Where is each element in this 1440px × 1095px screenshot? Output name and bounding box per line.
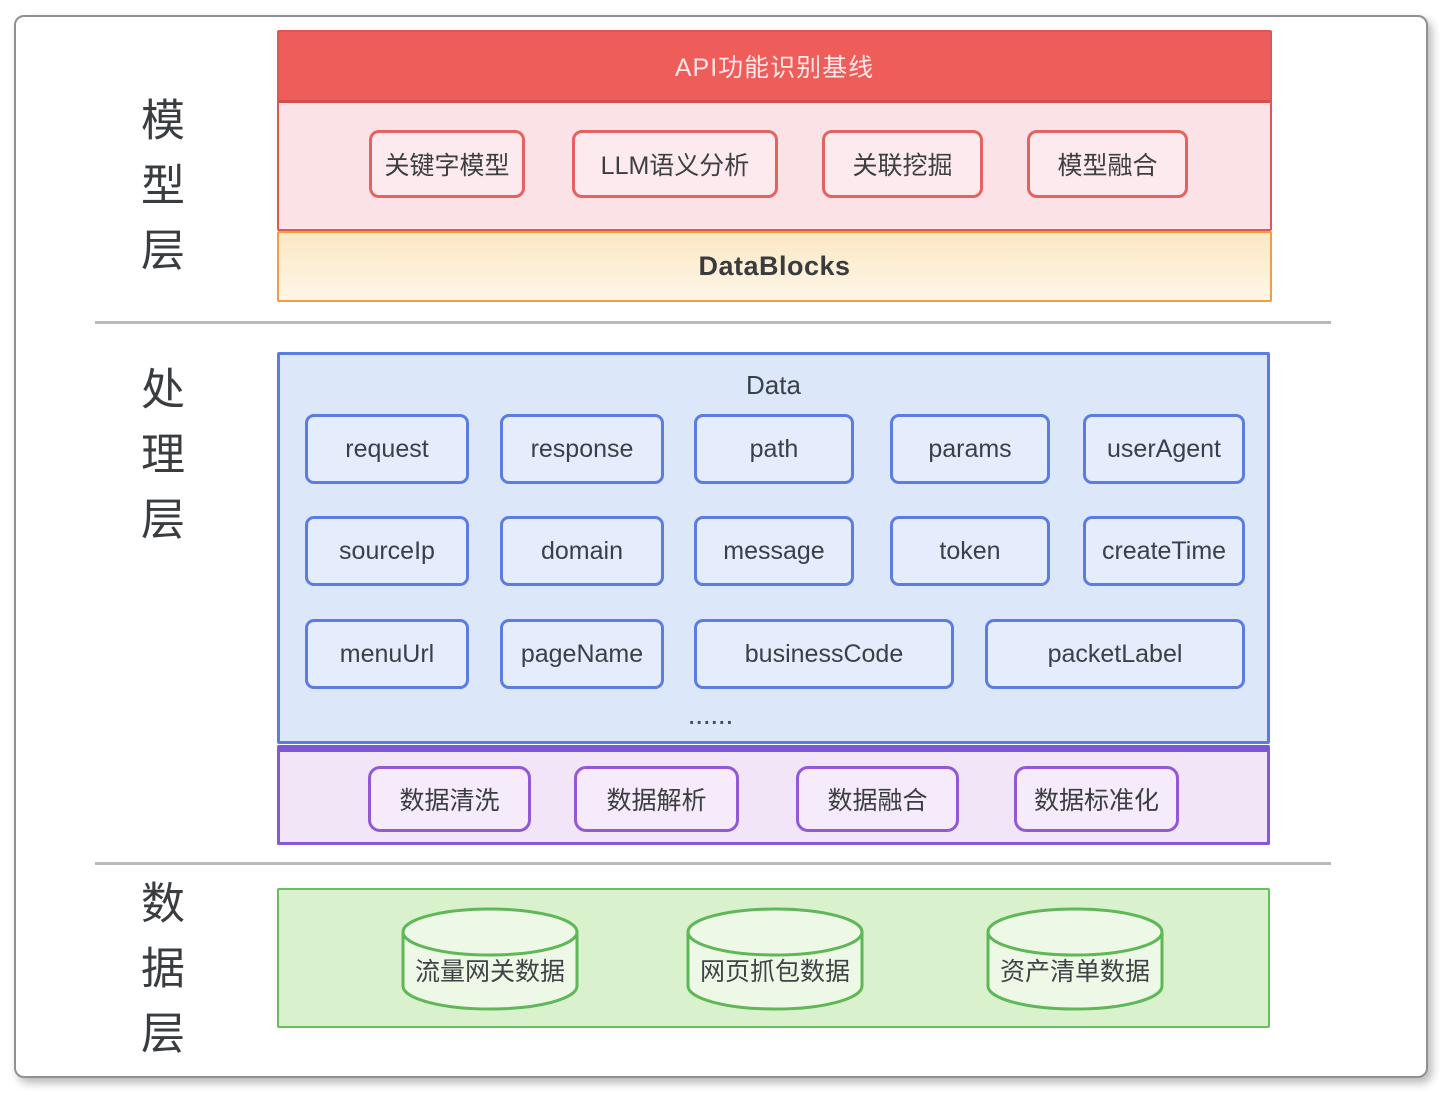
model-layer-body: 关键字模型 LLM语义分析 关联挖掘 模型融合 [279,103,1270,227]
divider-model-process [95,321,1331,324]
database-cylinder-icon [685,906,865,1012]
field-chip-createtime: createTime [1083,516,1245,586]
field-chip-sourceip: sourceIp [305,516,469,586]
field-chip-params: params [890,414,1050,484]
keyword-model-chip: 关键字模型 [369,130,525,198]
data-box-title: Data [746,370,801,400]
data-parsing-chip: 数据解析 [574,766,739,832]
model-layer-label: 模型层 [134,97,183,292]
web-capture-db-label: 网页抓包数据 [699,958,850,986]
datablocks-strip: DataBlocks [277,231,1272,302]
more-fields-ellipsis: ...... [688,707,735,729]
data-layer-box: 流量网关数据 网页抓包数据 资产清单数据 [277,888,1270,1028]
data-layer-label: 数据层 [134,880,183,1075]
field-chip-response: response [500,414,664,484]
database-cylinder-icon [400,906,580,1012]
data-cleaning-chip: 数据清洗 [368,766,531,832]
process-steps-strip: 数据清洗 数据解析 数据融合 数据标准化 [277,745,1270,845]
field-chip-domain: domain [500,516,664,586]
gateway-traffic-db-label: 流量网关数据 [414,958,565,986]
field-chip-useragent: userAgent [1083,414,1245,484]
model-layer-box: API功能识别基线 关键字模型 LLM语义分析 关联挖掘 模型融合 [277,30,1272,231]
process-layer-label: 处理层 [134,366,183,561]
field-chip-packetlabel: packetLabel [985,619,1245,689]
data-fields-box: Data request response path params userAg… [277,352,1270,744]
field-chip-path: path [694,414,854,484]
field-chip-pagename: pageName [500,619,664,689]
database-cylinder-icon [985,906,1165,1012]
data-fusion-chip: 数据融合 [796,766,959,832]
api-baseline-header: API功能识别基线 [279,32,1270,103]
field-chip-request: request [305,414,469,484]
asset-inventory-db-label: 资产清单数据 [999,958,1150,986]
field-chip-token: token [890,516,1050,586]
data-standardization-chip: 数据标准化 [1014,766,1179,832]
divider-process-data [95,862,1331,865]
field-chip-businesscode: businessCode [694,619,954,689]
model-fusion-chip: 模型融合 [1027,130,1188,198]
association-mining-chip: 关联挖掘 [822,130,983,198]
llm-semantic-chip: LLM语义分析 [572,130,778,198]
field-chip-menuurl: menuUrl [305,619,469,689]
field-chip-message: message [694,516,854,586]
